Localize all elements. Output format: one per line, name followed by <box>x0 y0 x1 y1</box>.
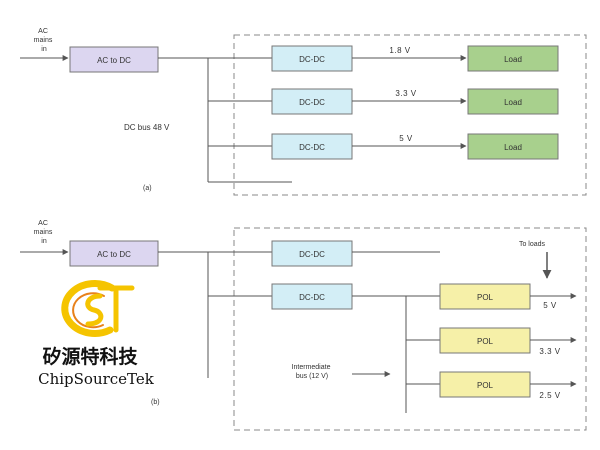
ac-to-dc-label-a: AC to DC <box>97 56 131 65</box>
pol-label-b-3: POL <box>477 381 494 390</box>
load-box-a-2 <box>467 88 559 115</box>
logo-s-icon <box>85 293 104 327</box>
dc-dc-label-a-3: DC-DC <box>299 143 325 152</box>
dc-dc-label-a-2: DC-DC <box>299 98 325 107</box>
dc-dc-box-b-1 <box>271 240 353 267</box>
load-box-a-1 <box>467 45 559 72</box>
dc-dc-box-a-1 <box>271 45 353 72</box>
pol-voltage-label-3: 2.5 V <box>539 391 560 400</box>
diagram-a: AC mains in AC to DC DC bus 48 V (a) DC-… <box>20 28 587 196</box>
pol-voltage-label-2: 3.3 V <box>539 347 560 356</box>
pol-label-b-2: POL <box>477 337 494 346</box>
voltage-label-a-2: 3.3 V <box>395 89 416 98</box>
pol-label-b-1: POL <box>477 293 494 302</box>
pol-voltage-label-1: 5 V <box>543 301 557 310</box>
load-label-a-2: Load <box>504 98 522 107</box>
ac-to-dc-box-a <box>69 46 159 73</box>
intermediate-bus-label: Intermediate bus (12 V) <box>292 364 333 380</box>
caption-b: (b) <box>151 399 160 406</box>
ac-mains-label-a-text: AC mains in <box>34 28 55 53</box>
ac-to-dc-label-b: AC to DC <box>97 250 131 259</box>
chipsourcetek-logo: 矽源特科技 ChipSourceTek <box>38 279 155 388</box>
dc-dc-label-b-1: DC-DC <box>299 250 325 259</box>
load-box-a-3 <box>467 133 559 160</box>
to-loads-label: To loads <box>519 241 546 248</box>
dc-dc-box-a-3 <box>271 133 353 160</box>
dc-dc-label-b-2: DC-DC <box>299 293 325 302</box>
dc-bus-label-a: DC bus 48 V <box>124 123 170 132</box>
voltage-label-a-3: 5 V <box>399 134 413 143</box>
diagram-b: AC mains in AC to DC DC-DC DC-DC Interme… <box>20 220 587 431</box>
logo-t-icon <box>97 285 135 333</box>
dashed-boundary-a <box>233 34 587 196</box>
ac-to-dc-box-b <box>69 240 159 267</box>
load-label-a-3: Load <box>504 143 522 152</box>
voltage-label-a-1: 1.8 V <box>389 46 410 55</box>
logo-c-inner-icon <box>72 292 105 329</box>
pol-box-b-2 <box>439 327 531 354</box>
load-label-a-1: Load <box>504 55 522 64</box>
pol-box-b-3 <box>439 371 531 398</box>
logo-english-text: ChipSourceTek <box>38 370 155 388</box>
dc-dc-box-b-2 <box>271 283 353 310</box>
dc-dc-label-a-1: DC-DC <box>299 55 325 64</box>
ac-mains-label-b-text: AC mains in <box>34 220 55 245</box>
caption-a: (a) <box>143 185 152 192</box>
logo-c-icon <box>61 279 116 337</box>
logo-chinese-text: 矽源特科技 <box>42 345 138 368</box>
dashed-boundary-b <box>233 227 587 431</box>
